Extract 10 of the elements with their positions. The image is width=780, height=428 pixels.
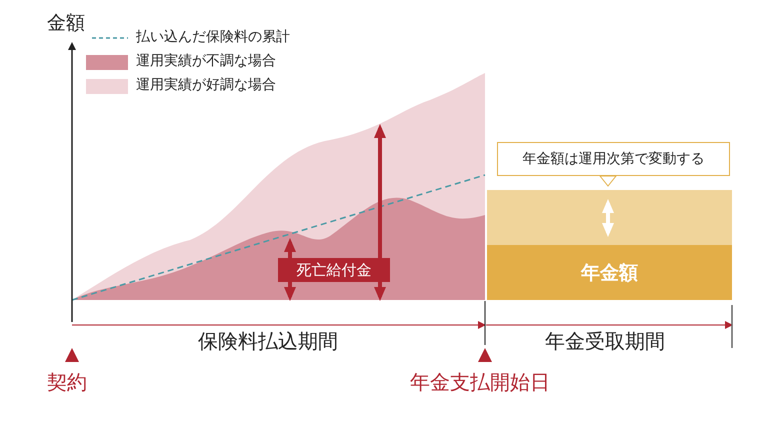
period-label: 年金受取期間 [545, 328, 665, 355]
pension-band: 年金額 [487, 245, 732, 300]
legend-text: 運用実績が不調な場合 [136, 52, 276, 70]
event-label: 年金支払開始日 [410, 369, 550, 396]
benefit-label-box: 死亡給付金 [278, 258, 390, 282]
legend-text: 運用実績が好調な場合 [136, 76, 276, 94]
period-label: 保険料払込期間 [198, 328, 338, 355]
legend-text: 払い込んだ保険料の累計 [136, 28, 290, 46]
axis-title: 金額 [47, 11, 85, 36]
event-label: 契約 [47, 369, 87, 396]
